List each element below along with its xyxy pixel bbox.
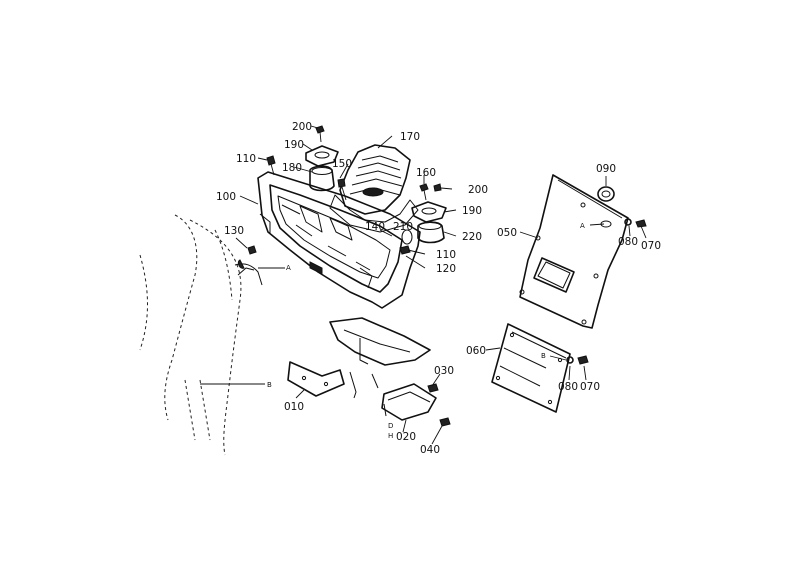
ref-a-right: A [580,222,585,230]
callout-120: 120 [436,263,456,275]
callout-200-top: 200 [292,121,312,133]
callout-140: 140 [365,221,385,233]
callout-170: 170 [400,131,420,143]
callout-150: 150 [332,158,352,170]
callout-100: 100 [216,191,236,203]
callout-080-top: 080 [618,236,638,248]
ref-d: D [388,422,393,430]
callout-130: 130 [224,225,244,237]
callout-070-bottom: 070 [580,381,600,393]
hood-outline [139,214,263,456]
callout-030: 030 [434,365,454,377]
callout-050: 050 [497,227,517,239]
ref-h: H [388,432,393,440]
callout-060: 060 [466,345,486,357]
ref-b-left: B [267,381,272,389]
right-mount-plates [237,155,447,269]
callout-040: 040 [420,444,440,456]
callout-210: 210 [393,221,413,233]
callout-200-right: 200 [468,184,488,196]
reference-letters: A A B B D H [267,222,585,440]
callout-070-top: 070 [641,240,661,252]
callout-190-top: 190 [284,139,304,151]
upper-mount-plate [305,125,339,192]
callout-160: 160 [416,167,436,179]
callout-190-right: 190 [462,205,482,217]
lower-brackets [287,317,451,427]
callout-010: 010 [284,401,304,413]
dash-panel-part [257,171,421,309]
callout-labels: 200 190 170 110 180 150 160 200 100 190 … [216,121,661,456]
callout-180: 180 [282,162,302,174]
callout-020: 020 [396,431,416,443]
side-cover-panel-060 [491,323,589,413]
side-cover-panel-050 [519,174,647,329]
ref-b-right: B [541,352,546,360]
leader-lines [200,125,647,445]
ref-a-left: A [286,264,291,272]
callout-220: 220 [462,231,482,243]
callout-110-top: 110 [236,153,256,165]
callout-090: 090 [596,163,616,175]
callout-080-bottom: 080 [558,381,578,393]
callout-110-bottom: 110 [436,249,456,261]
